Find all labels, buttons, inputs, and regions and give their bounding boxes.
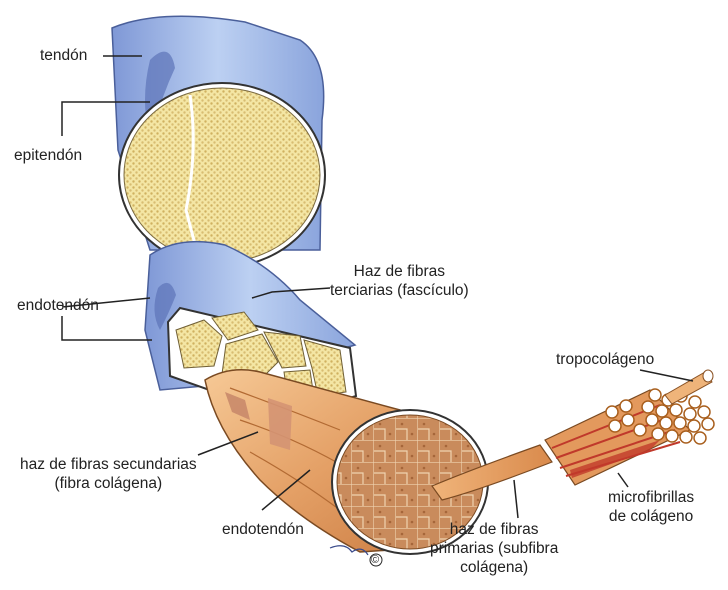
label-secondary-bundle: haz de fibras secundarias (fibra colágen… <box>20 455 197 493</box>
label-endotendon-top: endotendón <box>17 296 99 315</box>
label-tertiary-line-2: terciarias (fascículo) <box>330 281 469 300</box>
upper-cross-section <box>119 83 325 267</box>
signature-mark: © <box>371 551 379 570</box>
label-endotendon-bottom: endotendón <box>222 520 304 539</box>
label-tropocollagen: tropocolágeno <box>556 350 654 369</box>
label-microfibrils-line-2: de colágeno <box>608 507 694 526</box>
label-primary-line-3: colágena) <box>430 558 558 577</box>
label-primary-line-2: primarias (subfibra <box>430 539 558 558</box>
label-primary-bundle: haz de fibras primarias (subfibra coláge… <box>430 520 558 577</box>
label-secondary-line-1: haz de fibras secundarias <box>20 455 197 474</box>
leader-primary <box>514 480 518 518</box>
label-tertiary-bundle: Haz de fibras terciarias (fascículo) <box>330 262 469 300</box>
label-microfibrils: microfibrillas de colágeno <box>608 488 694 526</box>
tropocollagen-strand <box>665 370 713 404</box>
label-epitendon: epitendón <box>14 146 82 165</box>
label-secondary-line-2: (fibra colágena) <box>20 474 197 493</box>
leader-tropocollagen <box>640 370 693 381</box>
label-tendon: tendón <box>40 46 87 65</box>
leader-microfibrils <box>618 473 628 487</box>
label-primary-line-1: haz de fibras <box>430 520 558 539</box>
label-tertiary-line-1: Haz de fibras <box>330 262 469 281</box>
label-microfibrils-line-1: microfibrillas <box>608 488 694 507</box>
